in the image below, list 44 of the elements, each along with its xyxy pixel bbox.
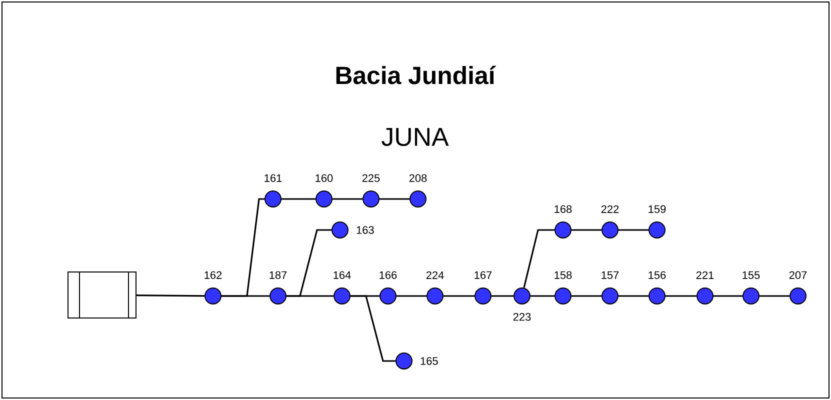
pipe-line [282,198,316,200]
pipe-line [444,295,474,297]
station-number: 161 [264,174,282,182]
pipe-line [523,229,554,288]
pipe-line [380,198,410,200]
station-number: 223 [513,313,531,321]
station-number: 156 [648,271,666,279]
station-number: 221 [696,271,714,279]
station-number: 222 [601,205,619,213]
pipe-line [286,229,332,297]
station-number: 158 [554,271,572,279]
station-number: 159 [648,205,666,213]
pipe-line [572,229,602,231]
station-number: 162 [204,271,222,279]
station-number: 166 [380,271,397,279]
pipe-line [618,229,648,231]
station-number: 157 [602,271,619,279]
pipe-line [530,295,554,297]
pipe-line [492,295,514,297]
pipe-line [136,294,205,297]
station-number: 163 [356,226,374,234]
pipe-line [396,295,426,297]
pipe-line [760,295,790,297]
station-number: 207 [789,271,807,279]
reservoir-box [68,271,136,319]
subtitle: JUNA [382,128,449,146]
station-number: 160 [316,174,333,182]
station-number: 155 [742,271,760,279]
pipe-line [666,295,696,297]
station-number: 168 [554,205,572,213]
pipe-line [332,198,362,200]
pipe-line [618,295,648,297]
station-number: 165 [420,357,438,365]
pipe-line [572,295,602,297]
title: Bacia Jundiaí [336,66,496,84]
pipe-line [350,295,396,362]
station-number: 224 [426,271,444,279]
pipe-line [714,295,742,297]
station-number: 187 [270,271,287,279]
pipe-line [222,198,264,297]
station-number: 208 [409,174,427,182]
station-number: 164 [334,271,351,279]
station-number: 225 [362,174,380,182]
station-number: 167 [474,271,492,279]
